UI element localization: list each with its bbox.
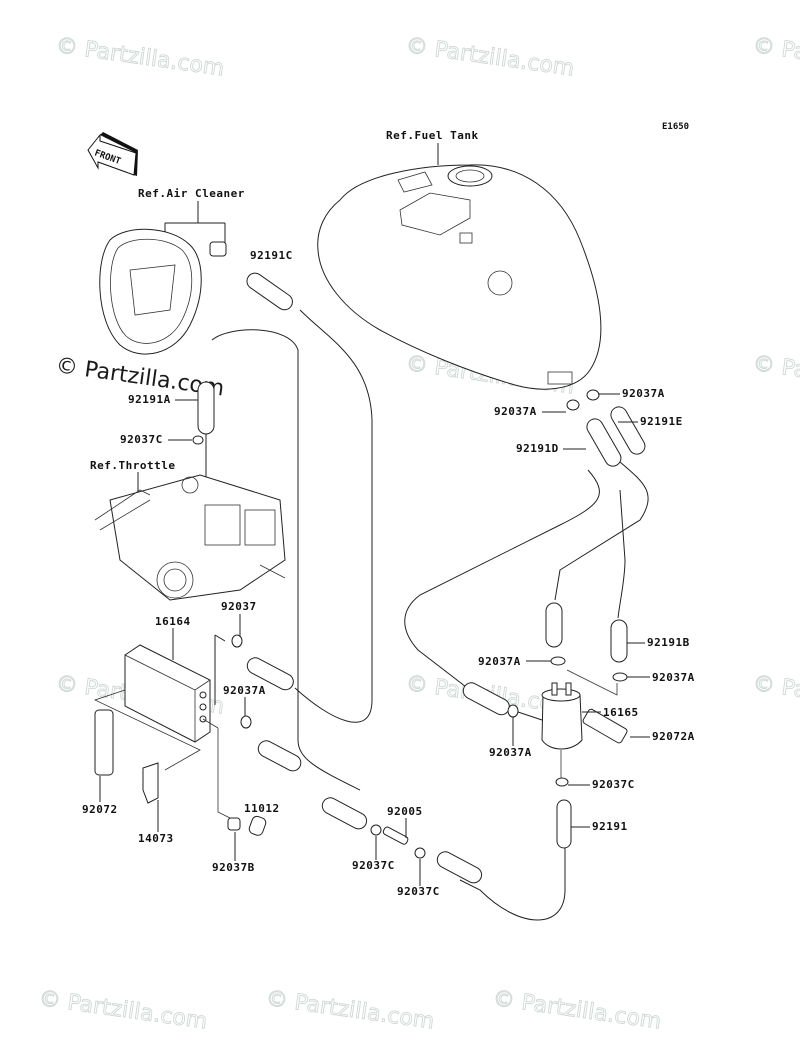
part-label-92037B: 92037B: [212, 861, 255, 874]
part-label-92037A: 92037A: [223, 684, 266, 697]
front-arrow-icon: FRONT: [87, 132, 138, 176]
part-label-92191E: 92191E: [640, 415, 683, 428]
watermark: © Partzilla.com: [54, 33, 226, 81]
watermark: © Partzilla.com: [264, 986, 436, 1034]
fuel-filter-drawing: [462, 602, 628, 849]
part-label-14073: 14073: [138, 832, 174, 845]
canister-drawing: [93, 644, 267, 836]
throttle-body-drawing: [94, 474, 286, 601]
part-label-92037A: 92037A: [622, 387, 665, 400]
part-label-92037C: 92037C: [120, 433, 163, 446]
part-label-92037A: 92037A: [489, 746, 532, 759]
part-label-92191D: 92191D: [516, 442, 559, 455]
part-label-16164: 16164: [155, 615, 191, 628]
watermark: © Partzilla.com: [404, 33, 576, 81]
ref-throttle-label: Ref.Throttle: [90, 459, 175, 472]
part-label-92005: 92005: [387, 805, 423, 818]
part-label-92072: 92072: [82, 803, 118, 816]
part-label-92191: 92191: [592, 820, 628, 833]
watermark: © Partzilla.com: [751, 671, 800, 719]
part-label-92037A: 92037A: [478, 655, 521, 668]
ref-fuel-tank-label: Ref.Fuel Tank: [386, 129, 479, 142]
part-label-92037A: 92037A: [494, 405, 537, 418]
part-label-11012: 11012: [244, 802, 280, 815]
fuel-tank-drawing: [317, 164, 602, 390]
watermark: © Partzilla.com: [491, 986, 663, 1034]
part-label-92037C: 92037C: [397, 885, 440, 898]
part-label-92037C: 92037C: [592, 778, 635, 791]
part-label-92191C: 92191C: [250, 249, 293, 262]
part-label-92037: 92037: [221, 600, 257, 613]
watermark: © Partzilla.com: [751, 351, 800, 399]
part-label-92037C: 92037C: [352, 859, 395, 872]
part-label-92191A: 92191A: [128, 393, 171, 406]
hose-lines: [197, 272, 649, 921]
diagram-code: E1650: [662, 122, 689, 132]
watermark: © Partzilla.com: [751, 33, 800, 81]
part-label-16165: 16165: [603, 706, 639, 719]
ref-air-cleaner-label: Ref.Air Cleaner: [138, 187, 245, 200]
part-labels: 92191C 92191A 92037C 92037A 92037A 92191…: [82, 249, 695, 898]
part-label-92037A: 92037A: [652, 671, 695, 684]
part-label-92072A: 92072A: [652, 730, 695, 743]
tank-outlet-hoses: [566, 389, 646, 467]
air-cleaner-drawing: [99, 228, 227, 355]
mid-hoses: [231, 634, 483, 884]
part-label-92191B: 92191B: [647, 636, 690, 649]
watermark: © Partzilla.com: [37, 986, 209, 1034]
